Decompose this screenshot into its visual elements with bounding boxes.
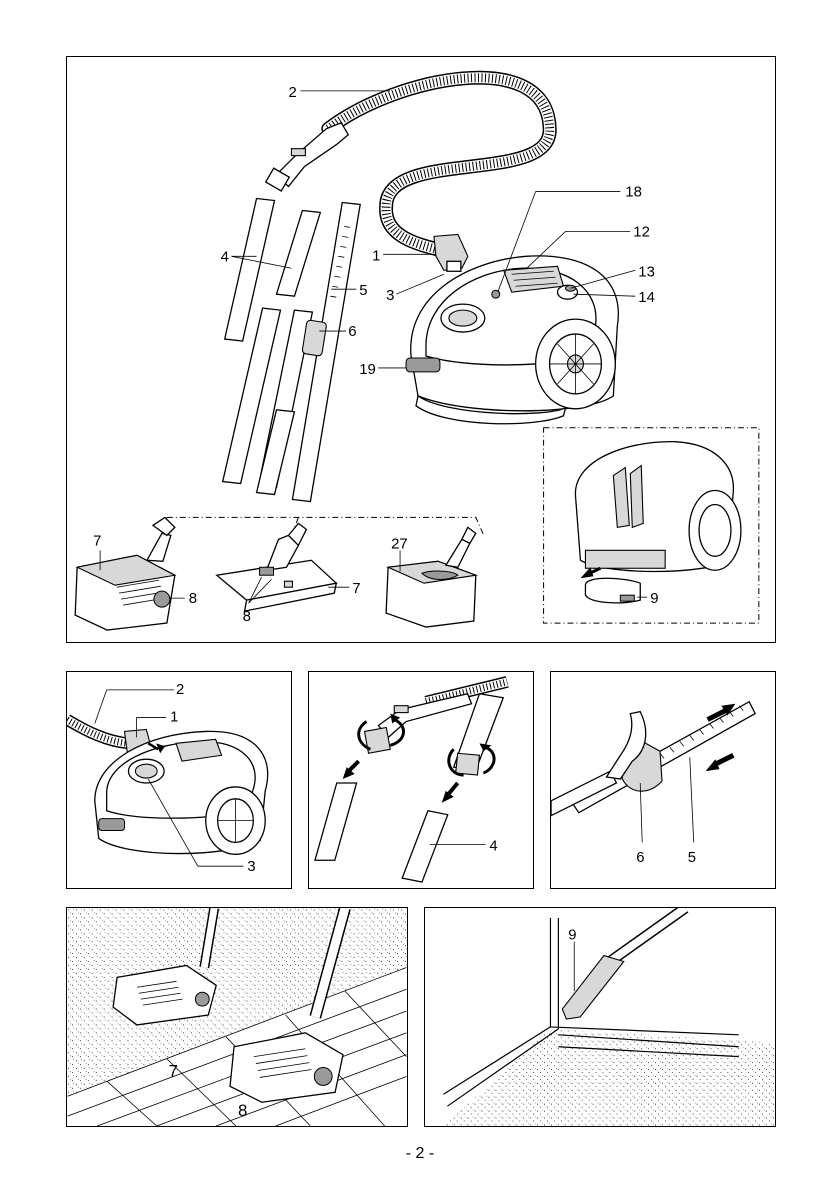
label-handle: 19 [359,361,376,378]
label-slider: 6 [636,850,644,866]
floor-nozzle-panel: 7 8 [66,907,408,1127]
crevice-storage-inset [543,427,760,624]
tubes-drawing [221,197,361,503]
telescopic-tube-illustration: 6 5 [551,700,756,866]
floor-nozzle-left [74,516,185,631]
label-connector: 1 [170,710,178,726]
label-tube: 4 [489,838,497,854]
main-assembly-panel: 2 4 5 6 1 3 18 12 13 14 19 7 8 7 8 27 9 [66,56,776,643]
label-tube: 5 [688,850,696,866]
label-indicator: 18 [625,184,642,201]
main-assembly-illustration: 2 4 5 6 1 3 18 12 13 14 19 7 8 7 8 27 9 [74,70,760,631]
label-nozzle-right: 27 [391,535,408,552]
label-nozzle-left-lever: 8 [189,590,197,607]
label-hose: 2 [288,84,296,101]
connect-hose-illustration: 2 1 3 [67,682,269,875]
label-nozzle: 7 [169,1061,178,1080]
label-control-13: 13 [638,263,655,280]
telescopic-tube-panel: 6 5 [550,671,776,889]
label-slider: 6 [348,323,356,340]
label-nozzle-middle-lever: 8 [243,608,251,625]
label-nozzle-middle: 7 [352,580,360,597]
floor-nozzle-right [385,526,478,628]
crevice-nozzle-illustration: 9 [443,908,775,1126]
label-control-14: 14 [638,289,655,306]
label-inlet: 3 [247,859,255,875]
label-hose-connector: 1 [372,247,380,264]
tube-nozzle-guides [162,516,485,536]
vacuum-body-drawing [300,90,636,425]
label-nozzle-left: 7 [93,532,101,549]
label-inlet: 3 [386,287,394,304]
label-tubes: 4 [221,248,229,265]
floor-nozzle-middle [215,522,350,612]
connect-hose-panel: 2 1 3 [66,671,292,889]
label-hose: 2 [176,682,184,698]
floor-nozzle-illustration: 7 8 [67,908,407,1126]
attach-tubes-illustration: 4 [314,676,509,883]
label-telescopic-tube: 5 [359,282,367,299]
hose-drawing [264,70,557,272]
attach-tubes-panel: 4 [308,671,534,889]
label-control-12: 12 [633,223,650,240]
label-lever: 8 [238,1101,247,1120]
page-number: - 2 - [405,1145,435,1162]
label-crevice: 9 [650,590,658,607]
crevice-nozzle-panel: 9 [424,907,776,1127]
label-crevice: 9 [568,928,576,944]
